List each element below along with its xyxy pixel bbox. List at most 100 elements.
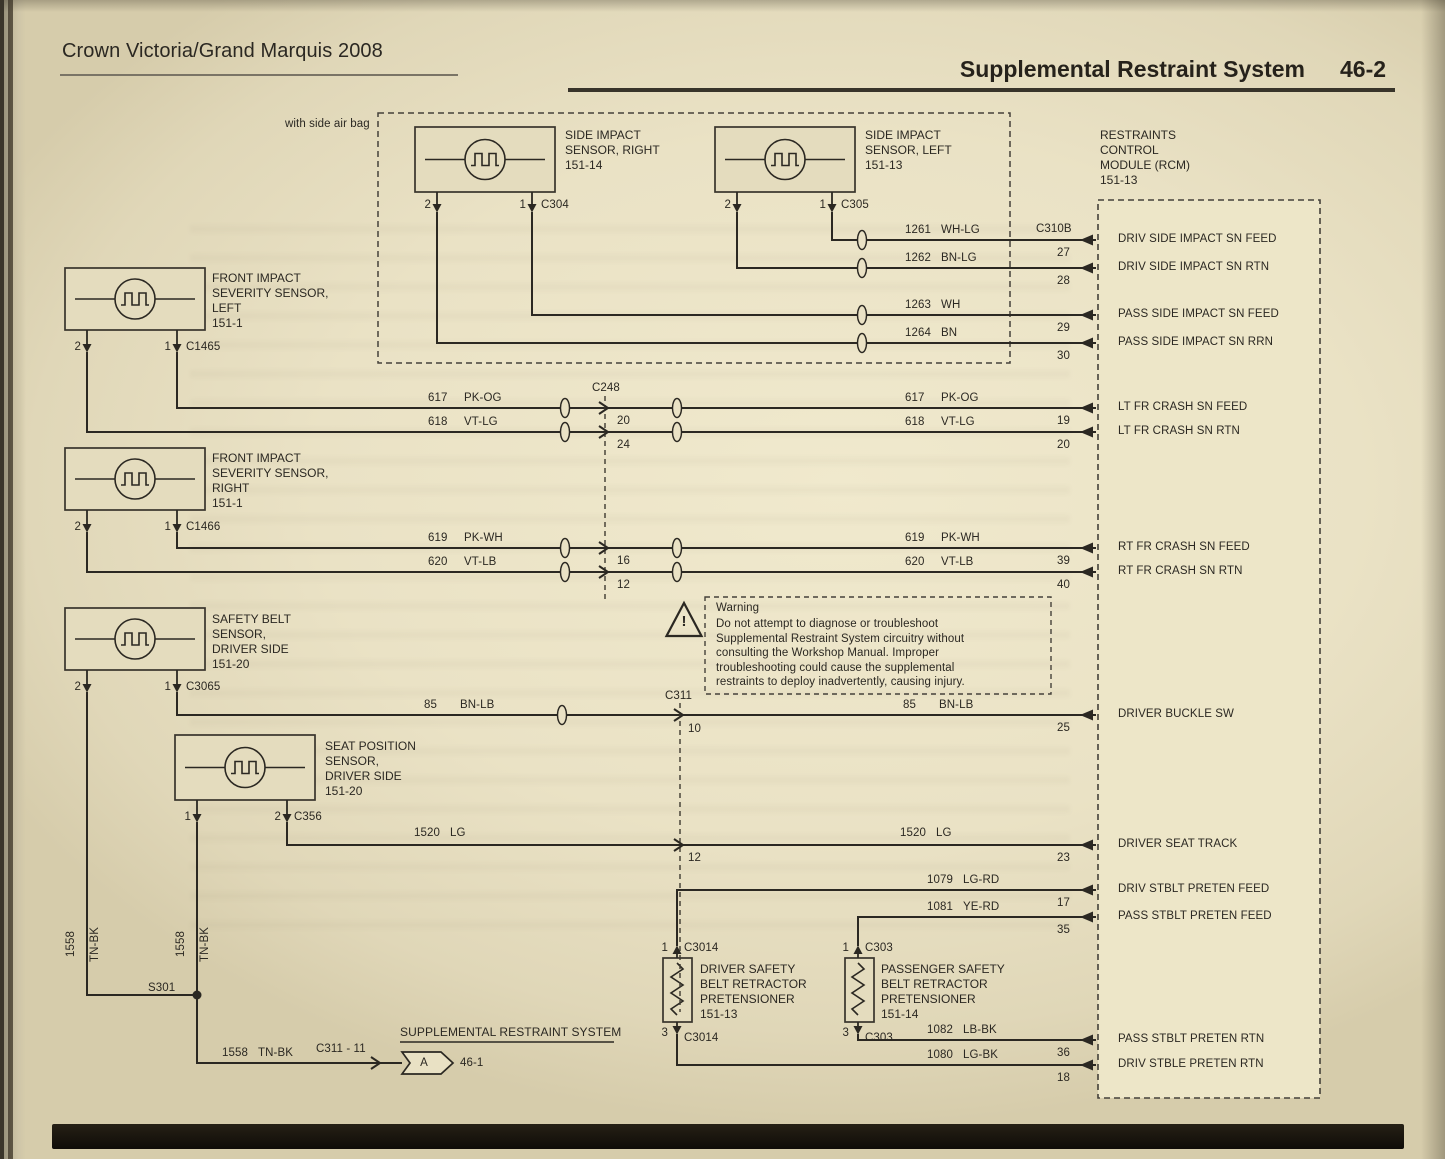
offpage-flag-letter: A	[420, 1057, 428, 1069]
wire-617-color: PK-OG	[941, 392, 979, 404]
rcm-signal-pass-stblt-preten-feed: PASS STBLT PRETEN FEED	[1118, 910, 1272, 922]
wire-619-circuit: 619	[905, 532, 925, 544]
c356-label: C356	[294, 811, 322, 823]
c1465-label: C1465	[186, 341, 221, 353]
c311-pin-12: 12	[688, 852, 701, 864]
wire-619-color: PK-WH	[464, 532, 503, 544]
wire-618	[86, 352, 1096, 433]
wires	[86, 212, 1096, 1066]
book-binding-edge	[0, 0, 26, 1159]
rcm-pin-27: 27	[1057, 247, 1070, 259]
page-footer-bar	[52, 1124, 1404, 1149]
rcm-pin-36: 36	[1057, 1047, 1070, 1059]
rcm-signal-driv-side-impact-sn-rtn: DRIV SIDE IMPACT SN RTN	[1118, 261, 1270, 273]
label-front-impact-sensor-left: FRONT IMPACT SEVERITY SENSOR, LEFT 151-1	[212, 271, 329, 330]
wire-1082	[857, 1034, 1096, 1041]
c356-pin-2: 2	[274, 811, 281, 823]
rcm-pin-17: 17	[1057, 897, 1070, 909]
c248-pin-12: 12	[617, 579, 630, 591]
rcm-pin-18: 18	[1057, 1072, 1070, 1084]
driver-pretensioner-igniter-symbol	[669, 962, 685, 1016]
passenger-pretensioner-pin-3: 3	[842, 1027, 849, 1039]
wire-1080-circuit: 1080	[927, 1049, 953, 1061]
wire-85-color: BN-LB	[939, 699, 974, 711]
label-front-impact-sensor-right: FRONT IMPACT SEVERITY SENSOR, RIGHT 151-…	[212, 451, 329, 510]
wire-1081-color: YE-RD	[963, 901, 1000, 913]
rcm-pin-29: 29	[1057, 322, 1070, 334]
wire-1079-circuit: 1079	[927, 874, 953, 886]
rcm-signal-driv-side-impact-sn-feed: DRIV SIDE IMPACT SN FEED	[1118, 233, 1277, 245]
page-right-shadow	[1421, 0, 1445, 1159]
c311-pin-10: 10	[688, 723, 701, 735]
c3065-pin-1: 1	[164, 681, 171, 693]
wire-619-color: PK-WH	[941, 532, 980, 544]
wire-1262	[736, 212, 1096, 269]
rcm-signal-driv-stblt-preten-feed: DRIV STBLT PRETEN FEED	[1118, 883, 1270, 895]
wire-1520-circuit: 1520	[414, 827, 440, 839]
c248-pin-20: 20	[617, 415, 630, 427]
rcm-pin-39: 39	[1057, 555, 1070, 567]
warning-triangle-icon	[664, 600, 704, 638]
wire-1262-color: BN-LG	[941, 252, 977, 264]
wire-1261-color: WH-LG	[941, 224, 980, 236]
wire-1263-circuit: 1263	[905, 299, 931, 311]
driver-pretensioner-pin-1: 1	[661, 942, 668, 954]
c248-pin-24: 24	[617, 439, 630, 451]
inline-connector-boundaries	[604, 396, 681, 1012]
rcm-signal-pass-side-impact-sn-feed: PASS SIDE IMPACT SN FEED	[1118, 308, 1279, 320]
wire-620-color: VT-LB	[464, 556, 497, 568]
wire-label-1263: 1263 WH	[905, 298, 960, 312]
wire-1558-color-vertical-seat: TN-BK	[199, 927, 211, 962]
wire-618-circuit: 618	[428, 416, 448, 428]
wire-1520-color: LG	[936, 827, 952, 839]
rcm-signal-lt-fr-crash-sn-feed: LT FR CRASH SN FEED	[1118, 401, 1248, 413]
wire-1261	[831, 212, 1096, 241]
wire-1558-circuit-vertical-seat: 1558	[175, 931, 187, 957]
side-airbag-note: with side air bag	[285, 118, 370, 130]
c311-pin-11-label: C311 - 11	[316, 1043, 366, 1055]
section-title: Supplemental Restraint System	[959, 56, 1305, 82]
wire-620-color: VT-LB	[941, 556, 974, 568]
wire-617	[176, 352, 1096, 409]
wire-85-circuit: 85	[424, 699, 437, 711]
c356-pin-1: 1	[184, 811, 191, 823]
wire-620-circuit: 620	[428, 556, 448, 568]
wire-85-circuit: 85	[903, 699, 916, 711]
c1466-label: C1466	[186, 521, 221, 533]
wire-1263-color: WH	[941, 299, 961, 311]
wire-619	[176, 532, 1096, 549]
warning-title: Warning	[716, 602, 760, 614]
splice-s301-dot	[192, 990, 202, 1000]
component-boxes	[64, 126, 875, 1023]
wire-1082-color: LB-BK	[963, 1024, 997, 1036]
wire-1520	[286, 822, 1096, 846]
rcm-signal-lt-fr-crash-sn-rtn: LT FR CRASH SN RTN	[1118, 425, 1240, 437]
driver-pretensioner-pin-3: 3	[661, 1027, 668, 1039]
inline-connector-arrows	[370, 401, 684, 1070]
c1466-pin-2: 2	[74, 521, 81, 533]
connector-stubs	[86, 192, 859, 1026]
wire-618-color: VT-LG	[941, 416, 975, 428]
rcm-terminal-arrows	[1080, 234, 1093, 1071]
splice-s301-label: S301	[148, 982, 176, 994]
c304-pin-2: 2	[424, 199, 431, 211]
driver-pretensioner-box	[662, 957, 693, 1023]
wire-620	[86, 532, 1096, 573]
wire-1264	[436, 212, 1096, 344]
rcm-module-box	[1097, 199, 1321, 1099]
label-passenger-pretensioner: PASSENGER SAFETY BELT RETRACTOR PRETENSI…	[881, 962, 1005, 1021]
c1466-pin-1: 1	[164, 521, 171, 533]
wire-618-color: VT-LG	[464, 416, 498, 428]
wire-1264-color: BN	[941, 327, 958, 339]
